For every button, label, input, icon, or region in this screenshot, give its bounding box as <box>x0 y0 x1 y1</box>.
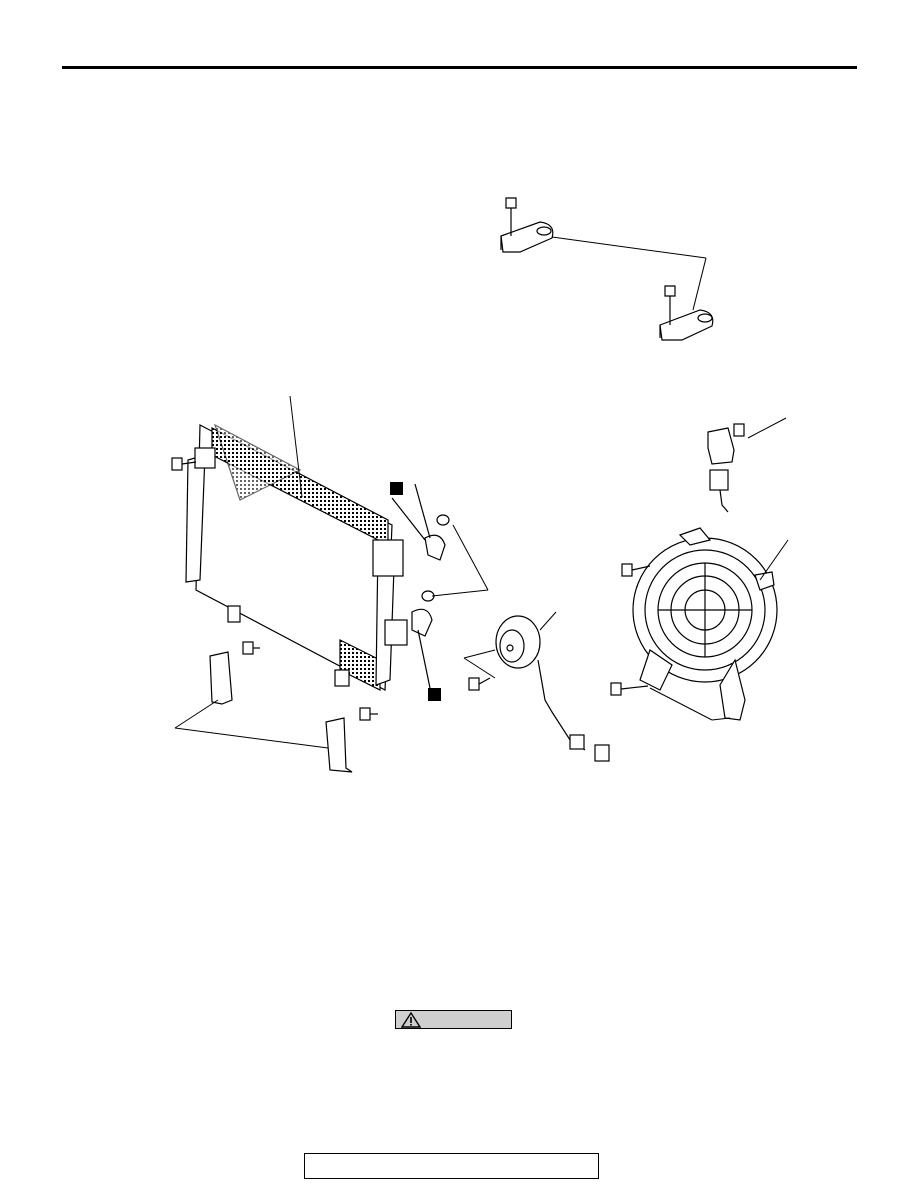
bolt-icon <box>505 197 517 236</box>
pipe-connector-upper <box>391 483 450 561</box>
bolt-icon <box>733 423 745 437</box>
upper-bracket-right <box>659 309 714 341</box>
leader-lines-upper <box>551 236 707 311</box>
fan-shroud <box>632 527 778 721</box>
warning-triangle-icon <box>401 1012 421 1028</box>
fan-motor <box>495 615 610 762</box>
condenser <box>185 423 408 691</box>
caution-label <box>395 1010 512 1029</box>
header-rule <box>62 66 857 69</box>
bolt-icon <box>171 457 197 471</box>
callout-marker <box>428 688 441 701</box>
upper-bracket-left <box>500 221 554 253</box>
bolt-icon <box>610 682 649 696</box>
pipe-connector-lower <box>411 590 435 689</box>
bolt-icon <box>468 677 491 691</box>
lower-bracket-right <box>325 717 353 773</box>
bolt-icon <box>664 285 676 325</box>
pressure-switch <box>707 427 735 513</box>
ac-condenser-exploded-diagram <box>171 197 789 773</box>
footer-box <box>304 1153 599 1179</box>
callout-marker <box>390 482 403 495</box>
lower-bracket-left <box>209 651 233 705</box>
bolt-icon <box>242 641 260 655</box>
bolt-icon <box>621 563 651 577</box>
bolt-icon <box>359 707 378 721</box>
